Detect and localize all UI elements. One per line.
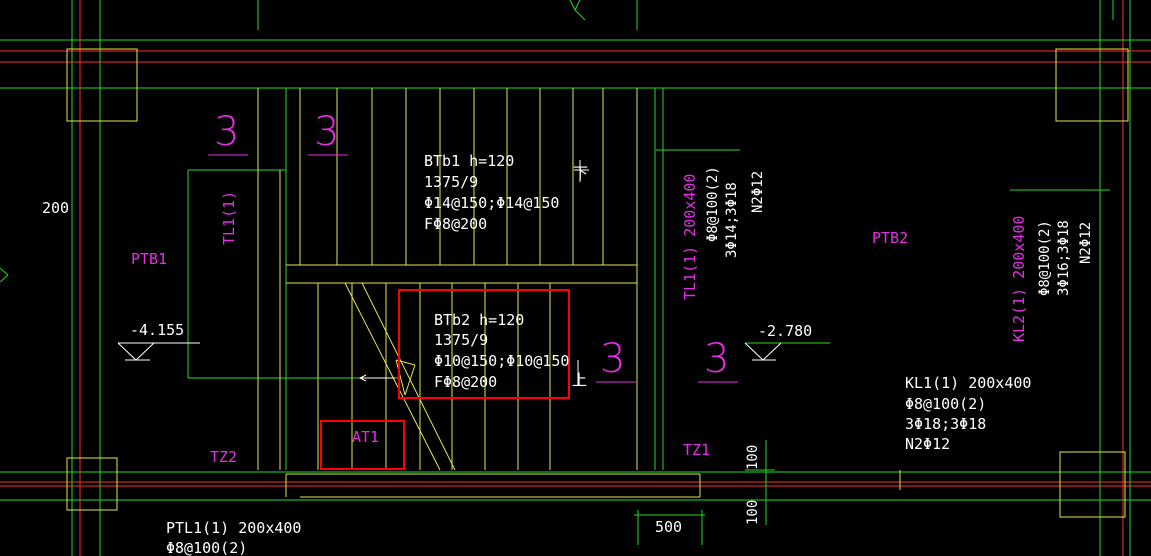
tl1-mid-line2: Φ8@100(2) [705,166,721,242]
ptb2-label[interactable]: PTB2 [872,229,908,247]
down-arrow-label: 下 [573,164,588,182]
btb2-line4: FΦ8@200 [434,373,497,391]
tz2-label[interactable]: TZ2 [210,448,237,466]
kl2-line2: Φ8@100(2) [1037,220,1053,296]
btb1-line3: Φ14@150;Φ14@150 [424,194,559,212]
member-labels: PTB1 PTB2 TZ2 TZ1 AT1 TL1(1) TL1(1) 200x… [131,174,1028,466]
kl2-line3: 3Φ16;3Φ18 [1056,220,1072,296]
tl1-left-label[interactable]: TL1(1) [220,191,238,245]
up-arrow-label: 上 [572,371,587,389]
btb2-title: BTb2 h=120 [434,311,524,329]
kl1-line3: 3Φ18;3Φ18 [905,415,986,433]
kl1-line4: N2Φ12 [905,435,950,453]
section-mark-1: 3 [214,109,239,155]
dim-200-label: 200 [42,199,69,217]
tl1-mid-line4: N2Φ12 [750,171,766,213]
ptl1-line1: PTL1(1) 200x400 [166,519,301,537]
section-mark-underlines [208,154,738,383]
tl1-mid-line3: 3Φ14;3Φ18 [724,182,740,258]
kl2-line4: N2Φ12 [1078,222,1094,264]
left-edge-marker [0,267,9,283]
btb1-line2: 1375/9 [424,173,478,191]
at1-highlight-box[interactable] [320,420,405,470]
dim-500-label: 500 [655,518,682,536]
tl1-mid-line1[interactable]: TL1(1) 200x400 [681,174,699,300]
kl2-line1[interactable]: KL2(1) 200x400 [1010,216,1028,342]
ptl1-line2: Φ8@100(2) [166,539,247,556]
section-mark-3: 3 [600,336,625,382]
highlight-boxes [320,289,570,470]
dim-100-top-label: 100 [745,445,761,470]
section-mark-4: 3 [704,336,729,382]
white-annotations: 200 BTb1 h=120 1375/9 Φ14@150;Φ14@150 FΦ… [42,152,1031,556]
btb2-highlight-box[interactable] [398,289,570,399]
white-rotated-annotations: Φ8@100(2) 3Φ14;3Φ18 N2Φ12 Φ8@100(2) 3Φ16… [705,166,1094,525]
btb1-title: BTb1 h=120 [424,152,514,170]
elevation-markers [117,160,782,385]
btb1-line4: FΦ8@200 [424,215,487,233]
ptb1-label[interactable]: PTB1 [131,250,167,268]
btb2-line3: Φ10@150;Φ10@150 [434,352,569,370]
section-mark-2: 3 [314,109,339,155]
kl1-line2: Φ8@100(2) [905,395,986,413]
section-marks: 3 3 3 3 [214,109,729,382]
stair-structure [66,48,1129,518]
elevation-left-label: -4.155 [130,321,184,339]
dim-100-bottom-label: 100 [745,500,761,525]
tz1-label[interactable]: TZ1 [683,441,710,459]
at1-label[interactable]: AT1 [352,428,379,446]
elevation-right-label: -2.780 [758,322,812,340]
btb2-line2: 1375/9 [434,331,488,349]
kl1-line1: KL1(1) 200x400 [905,374,1031,392]
